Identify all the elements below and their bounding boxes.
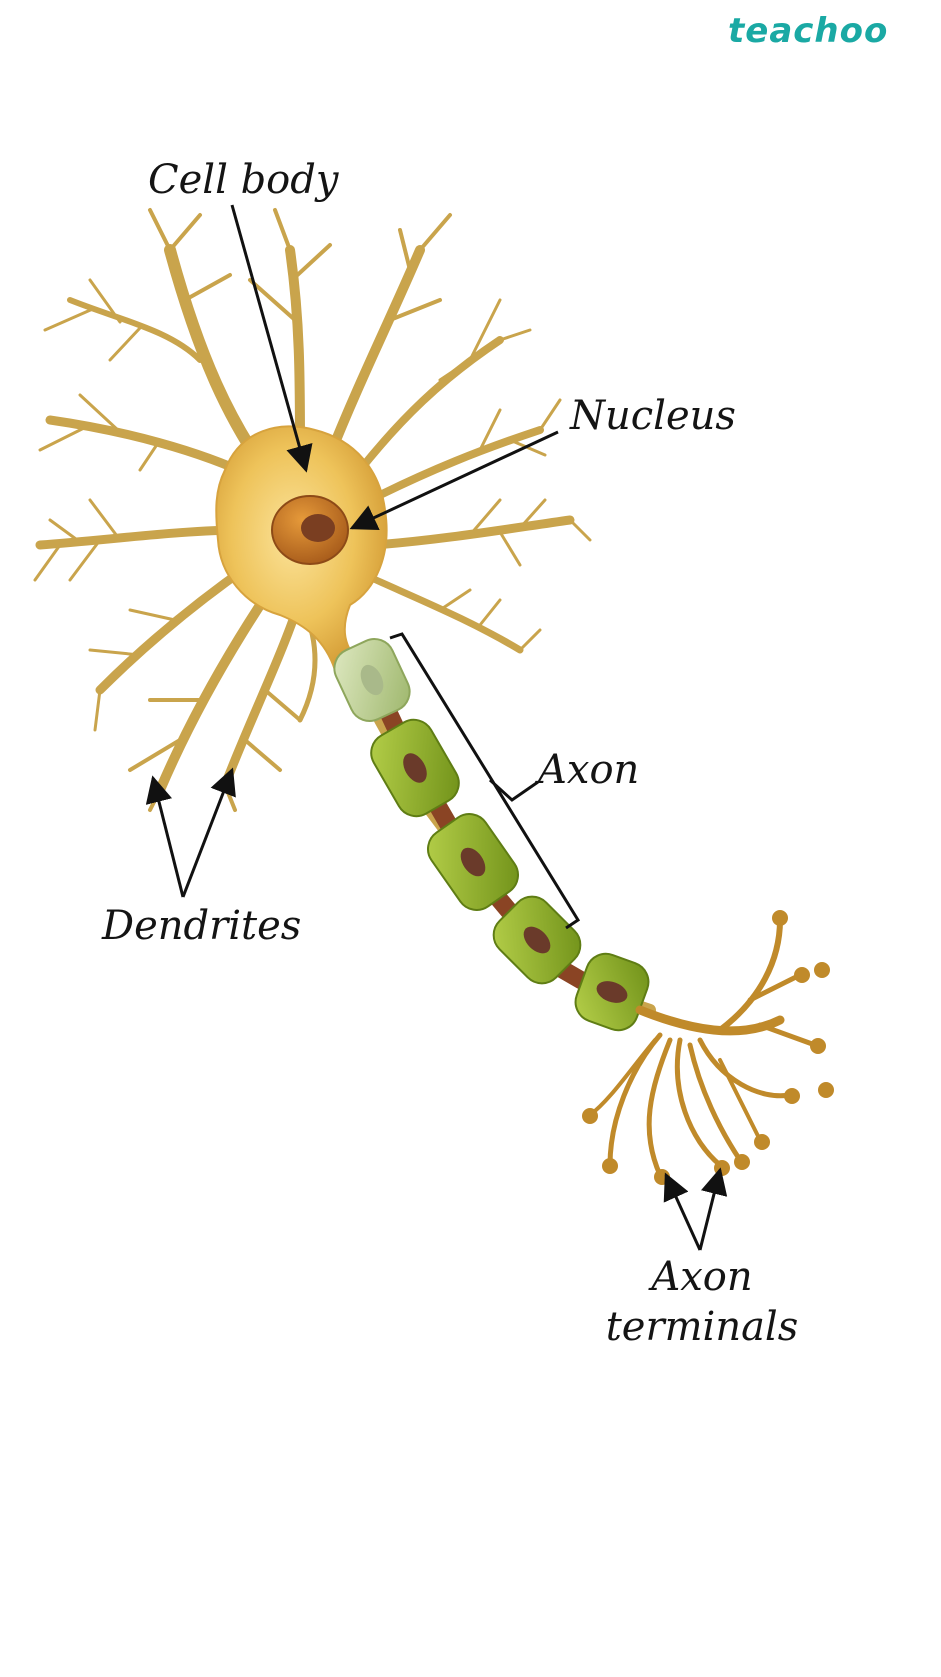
arrow-dendrite-right [181, 767, 236, 898]
synaptic-bouton [810, 1038, 826, 1054]
arrow-dendrite-left [145, 775, 185, 898]
synaptic-bouton [754, 1134, 770, 1150]
label-axon-terminals-line2: terminals [605, 1304, 799, 1350]
axon-bracket [389, 632, 581, 930]
label-dendrites: Dendrites [102, 903, 302, 949]
arrow-terminal-left [663, 1172, 702, 1251]
brand-logo: teachoo [728, 11, 889, 51]
synaptic-bouton [818, 1082, 834, 1098]
schwann-cell-nucleus [360, 664, 384, 696]
synaptic-bouton [582, 1108, 598, 1124]
synaptic-bouton [794, 967, 810, 983]
axon-terminal-branches [588, 917, 818, 1178]
dendrite-branches [33, 208, 592, 812]
myelin-sheaths [333, 638, 650, 1032]
arrow-cell-body [230, 204, 313, 473]
terminal-boutons [582, 910, 834, 1185]
synaptic-bouton [714, 1160, 730, 1176]
label-axon-terminals: Axon terminals [572, 1252, 832, 1352]
label-nucleus: Nucleus [570, 393, 736, 439]
synaptic-bouton [734, 1154, 750, 1170]
label-axon-terminals-line1: Axon [651, 1254, 753, 1300]
label-cell-body: Cell body [148, 157, 339, 203]
schwann-cell-nucleus [403, 753, 427, 783]
schwann-cell-nucleus [596, 981, 628, 1003]
arrow-nucleus [349, 430, 559, 530]
synaptic-bouton [784, 1088, 800, 1104]
nucleolus-shape [301, 514, 335, 542]
synaptic-bouton [814, 962, 830, 978]
synaptic-bouton [772, 910, 788, 926]
synaptic-bouton [602, 1158, 618, 1174]
arrow-terminal-right [698, 1167, 728, 1251]
schwann-cell-nucleus [523, 926, 551, 954]
label-arrows [145, 204, 728, 1251]
schwann-cell-nucleus [460, 847, 486, 877]
label-axon: Axon [538, 747, 640, 793]
